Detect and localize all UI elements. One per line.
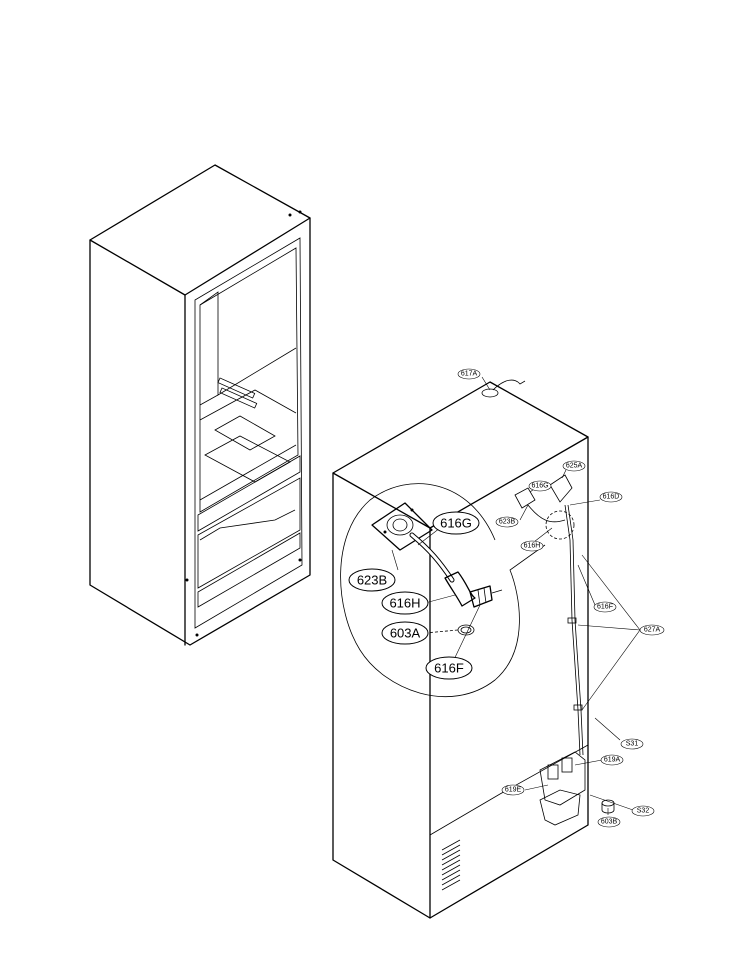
callout-616F-large: 616F	[425, 656, 473, 680]
water-valve	[539, 751, 586, 826]
callout-616H-small: 616H	[520, 540, 544, 552]
callout-623B-large: 623B	[348, 568, 396, 592]
detail-inset	[340, 483, 546, 697]
svg-text:616F: 616F	[597, 604, 613, 611]
callout-619A: 619A	[600, 754, 624, 766]
front-cabinet	[89, 164, 311, 646]
callout-627A: 627A	[639, 624, 665, 636]
callout-616G-small: 616G	[528, 480, 552, 492]
svg-text:627A: 627A	[644, 627, 661, 634]
callout-616D: 616D	[599, 491, 623, 503]
svg-text:623B: 623B	[357, 573, 387, 588]
callout-S32: S32	[631, 805, 655, 817]
rear-cabinet	[332, 379, 615, 919]
callout-619E: 619E	[501, 784, 525, 796]
svg-text:603B: 603B	[601, 819, 618, 826]
svg-text:616H: 616H	[524, 543, 541, 550]
callout-616F-small: 616F	[593, 601, 617, 613]
svg-text:616G: 616G	[440, 516, 472, 531]
callout-623B-small: 623B	[495, 516, 519, 528]
leader-lines	[391, 376, 641, 815]
svg-text:617A: 617A	[461, 371, 478, 378]
svg-text:616D: 616D	[603, 494, 620, 501]
callout-625A: 625A	[562, 460, 586, 472]
callout-617A: 617A	[457, 368, 481, 380]
svg-text:616F: 616F	[434, 661, 464, 676]
svg-text:616H: 616H	[389, 596, 420, 611]
svg-text:619A: 619A	[604, 757, 621, 764]
svg-text:625A: 625A	[566, 463, 583, 470]
callout-616H-large: 616H	[381, 591, 429, 615]
callout-603B: 603B	[597, 816, 621, 828]
svg-text:623B: 623B	[499, 519, 516, 526]
callout-603A-large: 603A	[381, 621, 429, 645]
callout-S31: S31	[620, 738, 644, 750]
svg-text:S32: S32	[637, 808, 650, 815]
svg-text:619E: 619E	[505, 787, 522, 794]
svg-text:616G: 616G	[531, 483, 548, 490]
vent-grille	[441, 839, 461, 891]
svg-text:S31: S31	[626, 741, 639, 748]
svg-text:603A: 603A	[390, 626, 421, 641]
callout-616G-large: 616G	[432, 511, 480, 535]
